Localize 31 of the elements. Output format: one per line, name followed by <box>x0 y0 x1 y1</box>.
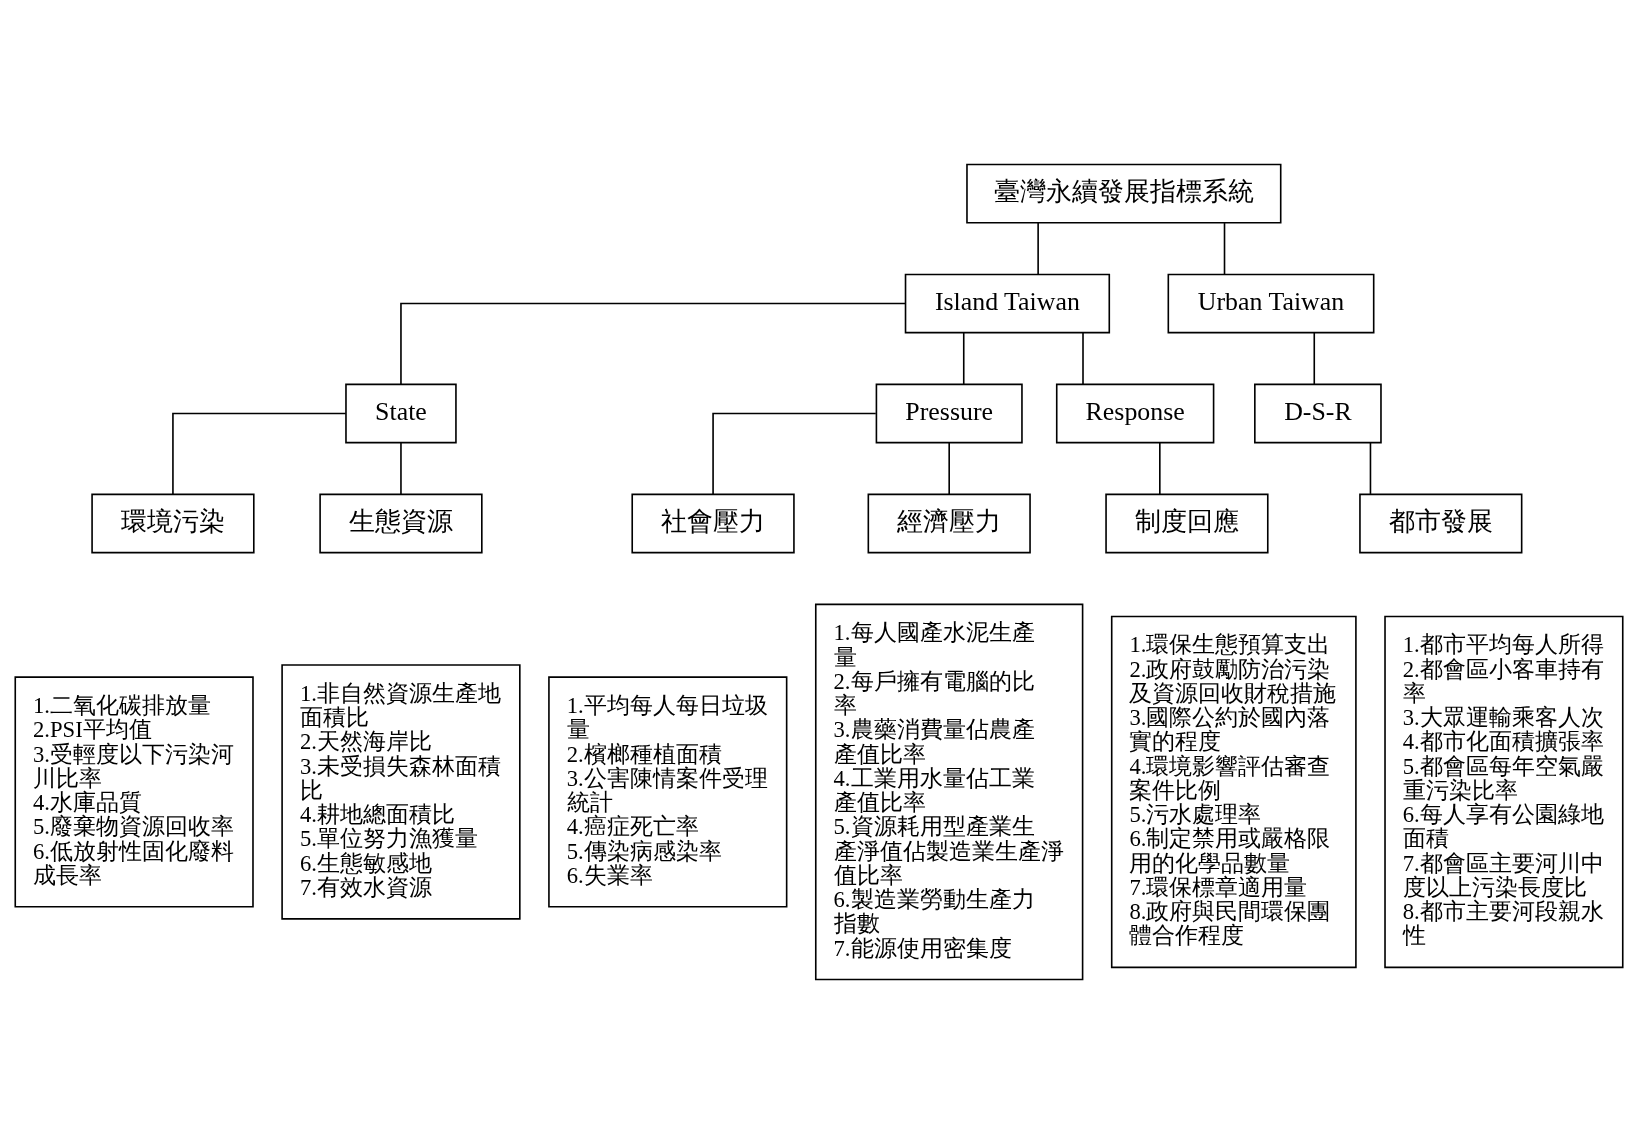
node-box: Urban Taiwan <box>1167 273 1375 334</box>
node-box: Response <box>1055 383 1215 444</box>
node-box: 環境污染 <box>91 493 255 554</box>
connector <box>712 412 877 495</box>
connector <box>962 332 965 385</box>
node-box: 1.平均每人每日垃圾量 2.檳榔種植面積 3.公害陳情案件受理統計 4.癌症死亡率 5.傳染病感染率 6.失業率 <box>548 676 788 908</box>
node-box: 生態資源 <box>319 493 483 554</box>
node-box: 1.都市平均每人所得 2.都會區小客車持有率 3.大眾運輸乘客人次 4.都市化面積擴張率 5.都會區每年空氣嚴重污染比率 6.每人享有公園綠地面積 7.都會區主要河川中度以上污染長度比 8.都市主要河段親水性 <box>1384 615 1624 969</box>
node-box: 制度回應 <box>1105 493 1269 554</box>
connector <box>1369 442 1372 495</box>
node-box: 社會壓力 <box>631 493 795 554</box>
connector <box>948 442 950 495</box>
node-box: 經濟壓力 <box>867 493 1031 554</box>
connector <box>1159 442 1161 495</box>
connector <box>400 442 402 495</box>
connector <box>1223 222 1226 275</box>
node-box: 1.二氧化碳排放量 2.PSI平均值 3.受輕度以下污染河川比率 4.水庫品質 5.廢棄物資源回收率 6.低放射性固化廢料成長率 <box>14 676 254 908</box>
connector <box>1313 332 1316 385</box>
node-box: State <box>345 383 457 444</box>
node-box: 1.每人國產水泥生產量 2.每戶擁有電腦的比率 3.農藥消費量佔農產產值比率 4.工業用水量佔工業產值比率 5.資源耗用型產業生產淨值佔製造業生產淨值比率 6.製造業勞動生產力指數 7.能源使用密集度 <box>814 603 1084 981</box>
node-box: 臺灣永續發展指標系統 <box>966 163 1282 224</box>
node-box: D-S-R <box>1254 383 1382 444</box>
node-box: 1.非自然資源生產地面積比 2.天然海岸比 3.未受損失森林面積比 4.耕地總面積比 5.單位努力漁獲量 6.生態敏感地 7.有效水資源 <box>281 664 521 920</box>
node-box: Island Taiwan <box>904 273 1111 334</box>
connector <box>172 412 347 495</box>
connector <box>1037 222 1039 275</box>
node-box: 1.環保生態預算支出 2.政府鼓勵防治污染及資源回收財稅措施 3.國際公約於國內落實的程度 4.環境影響評估審查案件比例 5.污水處理率 6.制定禁用或嚴格限用的化學品數量 7.環保標章適用量 8.政府與民間環保團體合作程度 <box>1110 615 1357 969</box>
connector <box>400 302 906 385</box>
connector <box>1082 332 1084 385</box>
node-box: Pressure <box>875 383 1023 444</box>
node-box: 都市發展 <box>1359 493 1523 554</box>
